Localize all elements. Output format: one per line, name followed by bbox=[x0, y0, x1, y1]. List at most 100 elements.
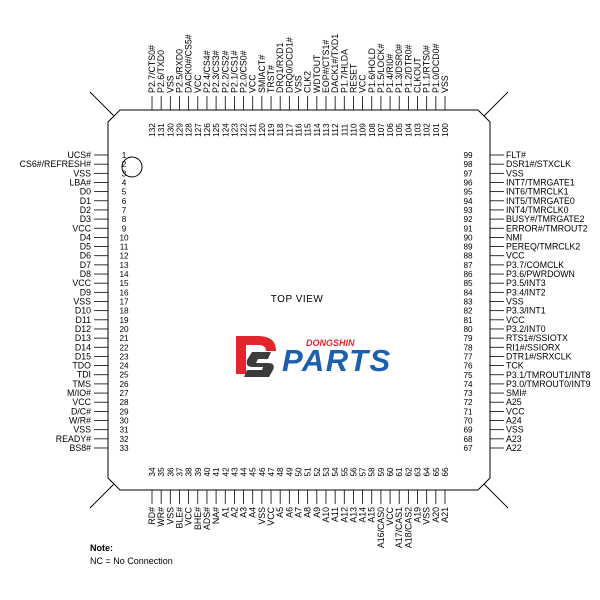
pin-number: 79 bbox=[463, 334, 473, 343]
pin-label: VCC bbox=[266, 506, 276, 525]
pin-number: 37 bbox=[175, 467, 184, 477]
pin-label: P2.6/TXD0 bbox=[156, 50, 166, 93]
pin-label: VSS bbox=[506, 168, 524, 178]
pin-number: 33 bbox=[119, 444, 129, 453]
pin-number: 50 bbox=[295, 467, 304, 477]
pin-number: 107 bbox=[377, 123, 386, 137]
pin-number: 94 bbox=[463, 197, 473, 206]
corner-bumper-bottom-right bbox=[483, 483, 509, 509]
pin-number: 93 bbox=[463, 206, 473, 215]
pin-number: 49 bbox=[285, 467, 294, 477]
pin-label: A10 bbox=[321, 507, 331, 523]
pin-107: P1.5/LOCK#107 bbox=[376, 44, 386, 137]
pin-label: CLK2 bbox=[303, 71, 313, 93]
pin-label: D4 bbox=[80, 232, 91, 242]
pin-label: P1.3/DSR0# bbox=[394, 44, 404, 93]
pin-label: INT6/TMRCLK1 bbox=[506, 187, 569, 197]
pin-label: VSS bbox=[73, 168, 91, 178]
pin-label: D14 bbox=[75, 342, 91, 352]
pin-number: 31 bbox=[119, 426, 129, 435]
pin-number: 83 bbox=[463, 298, 473, 307]
pin-102: P1.1/RTS0#102 bbox=[422, 45, 432, 137]
pin-label: P3.6/PWRDOWN bbox=[506, 269, 575, 279]
pin-label: P1.4/RI0# bbox=[385, 54, 395, 93]
pin-label: P2.0/CS0# bbox=[239, 50, 249, 93]
pin-number: 125 bbox=[212, 123, 221, 137]
pin-number: 126 bbox=[203, 123, 212, 137]
pin-number: 105 bbox=[395, 123, 404, 137]
pin-number: 27 bbox=[119, 389, 129, 398]
pin-label: M/IO# bbox=[67, 388, 91, 398]
pin-label: VSS bbox=[506, 425, 524, 435]
pin-label: P2.5/RXD0 bbox=[174, 49, 184, 93]
pin-number: 5 bbox=[122, 188, 127, 197]
pin-number: 41 bbox=[212, 467, 221, 477]
pin-number: 111 bbox=[340, 123, 349, 136]
pin-label: A22 bbox=[506, 443, 522, 453]
pin-label: DTR1#/SRXCLK bbox=[506, 351, 572, 361]
pin-label: P3.2/INT0 bbox=[506, 324, 546, 334]
corner-bumper-top-left bbox=[89, 91, 115, 117]
pin-number: 72 bbox=[463, 398, 473, 407]
pin-label: ADS# bbox=[202, 507, 212, 530]
pin-row-right: A2267A2368VSS69A2470VCC71A2572SMI#73P3.0… bbox=[463, 150, 590, 453]
pin-number: 36 bbox=[166, 467, 175, 477]
pin-33: BS8#33 bbox=[69, 443, 129, 453]
pin-label: P2.7/CTS0# bbox=[147, 45, 157, 93]
pin-label: A7 bbox=[294, 507, 304, 518]
pin-number: 84 bbox=[463, 288, 473, 297]
pin-number: 101 bbox=[432, 123, 441, 137]
pin-one-marker bbox=[121, 156, 143, 178]
pin-label: VCC bbox=[72, 223, 91, 233]
pin-number: 28 bbox=[119, 398, 129, 407]
pin-number: 21 bbox=[119, 334, 129, 343]
pin-number: 131 bbox=[157, 123, 166, 137]
pin-label: P2.1/CS1# bbox=[229, 50, 239, 93]
pin-2: CS6#/REFRESH#2 bbox=[20, 159, 127, 169]
pin-label: P2.4/CS4# bbox=[202, 50, 212, 93]
pin-label: A3 bbox=[239, 507, 249, 518]
pin-40: ADS#40 bbox=[202, 467, 212, 530]
pin-number: 19 bbox=[119, 316, 129, 325]
pin-number: 39 bbox=[194, 467, 203, 477]
pin-120: SMIACT#120 bbox=[257, 55, 267, 137]
pin-label: DSR1#/STXCLK bbox=[506, 159, 571, 169]
pin-number: 34 bbox=[148, 467, 157, 477]
pin-label: A12 bbox=[339, 507, 349, 523]
pin-label: P3.0/TMROUT0/INT9 bbox=[506, 379, 591, 389]
pin-label: TRST# bbox=[266, 65, 276, 93]
pin-35: WR#35 bbox=[156, 467, 166, 527]
pin-number: 66 bbox=[441, 467, 450, 477]
pin-number: 85 bbox=[463, 279, 473, 288]
pin-label: VCC bbox=[358, 74, 368, 93]
pin-number: 62 bbox=[404, 467, 413, 477]
pin-number: 69 bbox=[463, 426, 473, 435]
